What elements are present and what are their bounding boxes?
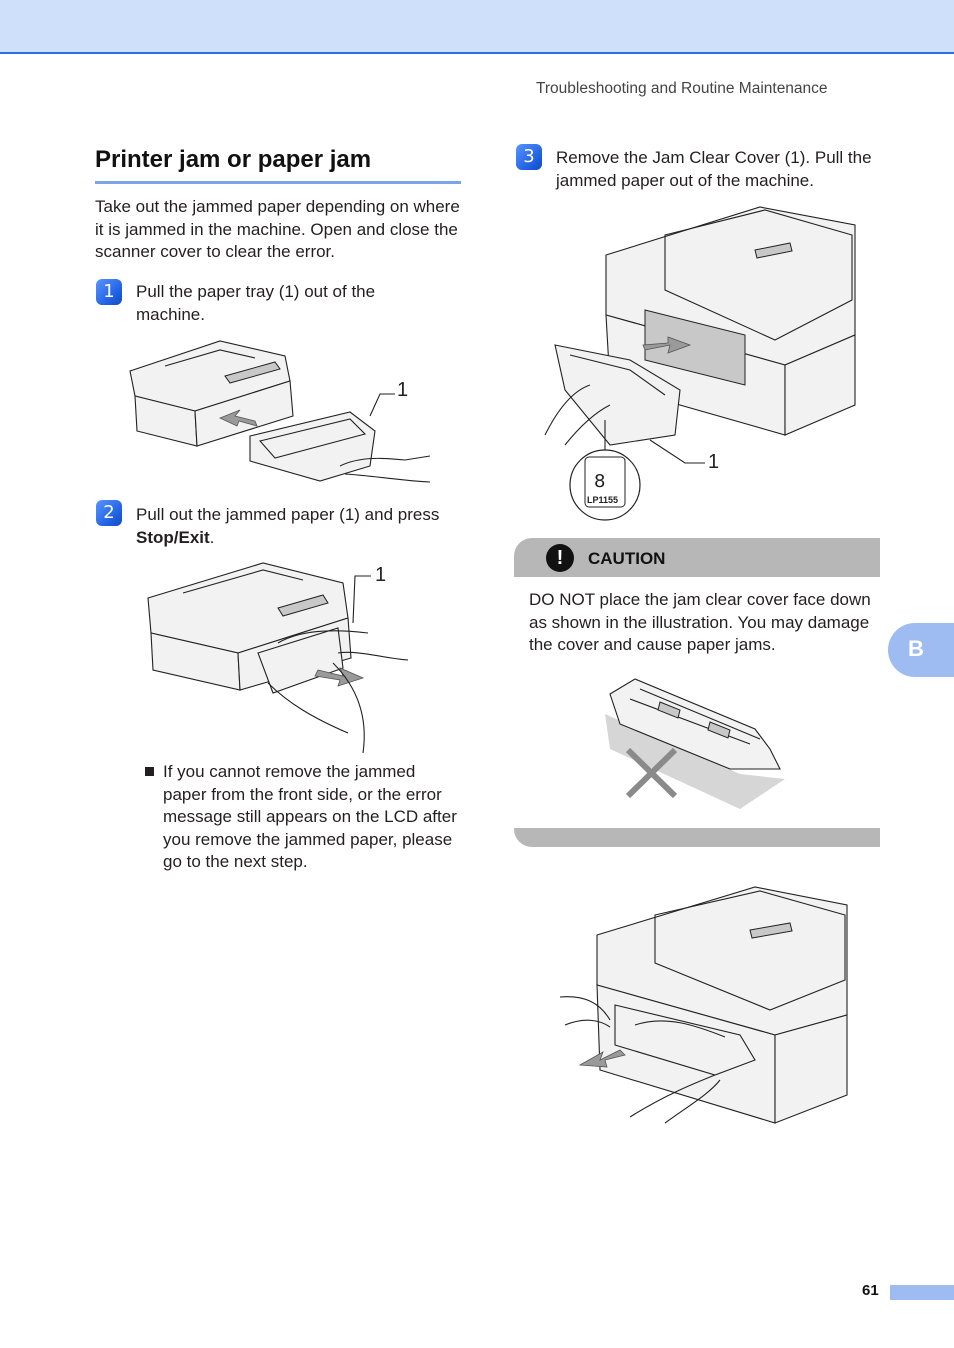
step-2-callout: 1 <box>375 564 387 586</box>
step-2-number: 2 <box>96 500 122 526</box>
step-2-text-after: . <box>209 527 215 547</box>
step-3-number: 3 <box>516 144 542 170</box>
stamp-code: LP1155 <box>587 495 618 505</box>
step-2-text: Pull out the jammed paper (1) and press … <box>136 504 461 549</box>
running-header: Troubleshooting and Routine Maintenance <box>536 80 828 97</box>
caution-footer-bar <box>514 828 880 847</box>
page-number-bar <box>890 1285 954 1300</box>
section-title: Printer jam or paper jam <box>95 146 372 173</box>
bullet-marker <box>145 767 154 776</box>
header-band <box>0 0 954 54</box>
step-3-text: Remove the Jam Clear Cover (1). Pull the… <box>556 148 872 190</box>
jam-clear-cover-illustration: 8 LP1155 <box>544 206 856 521</box>
paper-tray-illustration <box>129 340 431 483</box>
cover-face-down-illustration <box>605 678 785 809</box>
caution-label: CAUTION <box>588 549 666 568</box>
page-number: 61 <box>862 1282 879 1299</box>
step-1-number: 1 <box>96 279 122 305</box>
step-3-callout: 1 <box>708 451 720 473</box>
step-1-text: Pull the paper tray (1) out of the machi… <box>136 282 376 324</box>
chapter-tab <box>888 623 954 677</box>
intro-paragraph: Take out the jammed paper depending on w… <box>95 197 460 261</box>
exclamation-icon: ! <box>546 544 574 572</box>
svg-text:8: 8 <box>594 471 605 492</box>
step-2-text-before: Pull out the jammed paper (1) and press <box>136 505 440 524</box>
caution-header-bar <box>514 538 880 577</box>
caution-text: DO NOT place the jam clear cover face do… <box>529 590 871 654</box>
step-1-callout: 1 <box>397 379 409 401</box>
step-2-bullet-text: If you cannot remove the jammed paper fr… <box>163 762 457 871</box>
chapter-tab-label: B <box>908 636 924 661</box>
jammed-paper-front-illustration <box>147 562 409 754</box>
jammed-paper-rear-illustration <box>559 886 848 1124</box>
stop-exit-key-label: Stop/Exit <box>136 527 210 547</box>
title-underline <box>95 181 461 184</box>
